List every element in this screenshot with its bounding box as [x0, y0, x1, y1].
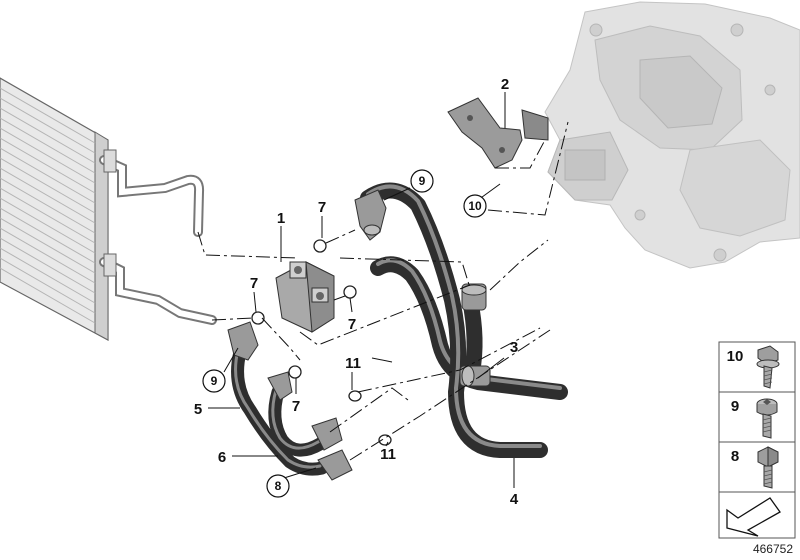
svg-text:10: 10 [468, 199, 482, 213]
callout-2: 2 [501, 76, 509, 93]
circled-callout-9-top: 9 [410, 169, 434, 193]
o-ring-11a [348, 390, 362, 402]
callout-7-bottom: 7 [292, 398, 300, 415]
o-ring-11b [378, 434, 392, 446]
bracket-part [447, 97, 549, 169]
svg-text:8: 8 [275, 479, 282, 493]
transmission-housing [544, 1, 800, 269]
callout-7-right: 7 [348, 316, 356, 333]
valve-block-part-1 [275, 261, 335, 333]
o-ring-7c [343, 285, 357, 299]
o-ring-7d [288, 365, 302, 379]
fastener-legend: 10 9 8 [718, 341, 796, 539]
svg-text:9: 9 [211, 374, 218, 388]
bolt-flange-hex-icon [756, 345, 780, 389]
cooler-lower-pipe [99, 253, 217, 325]
circled-callouts: 9 10 9 8 [202, 169, 487, 498]
svg-text:9: 9 [419, 174, 426, 188]
callout-6: 6 [218, 449, 226, 466]
circled-callout-10: 10 [463, 194, 487, 218]
o-ring-7a [313, 239, 327, 253]
bolt-hex-icon [757, 446, 779, 489]
legend-label-9: 9 [731, 398, 739, 415]
callout-5: 5 [194, 401, 202, 418]
fitting-lower-right [459, 365, 491, 387]
hose-part-6 [267, 371, 353, 481]
legend-cell-9 [718, 391, 796, 443]
bolt-torx-icon [756, 398, 778, 439]
assembly-lines [197, 121, 569, 461]
document-number: 466752 [753, 542, 793, 556]
callout-11-upper: 11 [345, 355, 361, 372]
hose-part-5 [227, 321, 329, 476]
callout-3: 3 [510, 339, 518, 356]
o-ring-7b [251, 311, 265, 325]
circled-callout-9-left: 9 [202, 369, 226, 393]
legend-cell-10 [718, 341, 796, 393]
callout-11-lower: 11 [380, 446, 396, 463]
callout-1: 1 [277, 210, 285, 227]
leader-lines [208, 92, 515, 488]
hose-part-4 [360, 182, 548, 458]
fitting-upper-right [461, 283, 487, 311]
legend-cell-8 [718, 441, 796, 493]
legend-label-8: 8 [731, 448, 739, 465]
part-callouts: 1 2 3 4 5 6 7 7 7 7 11 11 [194, 76, 519, 508]
fitting-top-center [354, 189, 387, 241]
circled-callout-8: 8 [266, 474, 290, 498]
transmission-oil-cooler [0, 77, 109, 342]
cooler-upper-pipe [99, 149, 205, 237]
callout-7-left: 7 [250, 275, 258, 292]
callout-4: 4 [510, 491, 519, 508]
arrow-icon [726, 497, 781, 537]
legend-label-10: 10 [727, 348, 744, 365]
callout-7-top: 7 [318, 199, 326, 216]
